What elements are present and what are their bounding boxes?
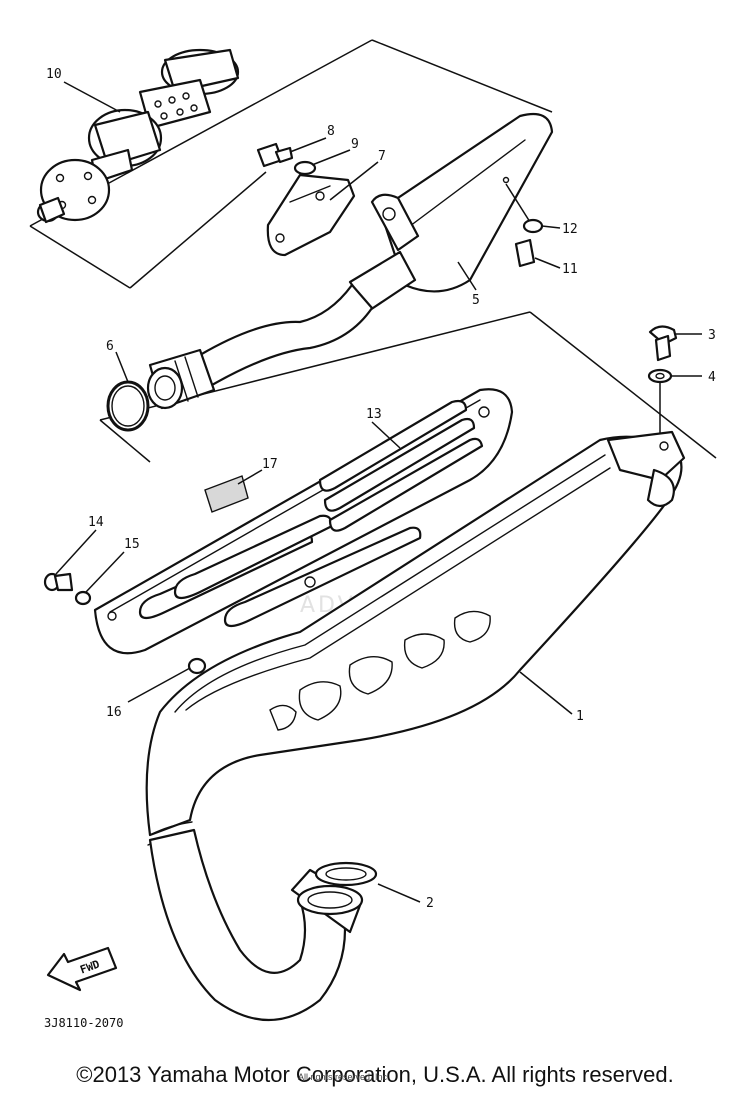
callout-13: 13 (366, 407, 382, 422)
callout-14: 14 (88, 515, 104, 530)
ring-6 (106, 380, 150, 432)
callout-5: 5 (472, 293, 480, 308)
muffler-group (99, 112, 717, 463)
callout-16: 16 (106, 705, 122, 720)
exhaust-pipe-1 (145, 430, 686, 1022)
leader-lines (55, 81, 702, 903)
callout-7: 7 (378, 149, 386, 164)
label-sticker-17 (204, 475, 249, 513)
bracket-7 (266, 173, 356, 257)
callout-12: 12 (562, 222, 578, 237)
bolt-3-washer-4 (647, 325, 678, 440)
diagram-code: 3J8110-2070 (44, 1016, 123, 1030)
fwd-arrow-icon: FWD (46, 946, 118, 992)
callout-labels: 10 8 9 7 12 11 5 6 3 4 13 17 14 15 16 1 … (46, 67, 716, 911)
spark-arrester-group (29, 39, 553, 289)
screw-11-washer-12 (502, 176, 544, 268)
callout-10: 10 (46, 67, 62, 82)
callout-2: 2 (426, 896, 434, 911)
callout-1: 1 (576, 709, 584, 724)
copyright-notice: ©2013 Yamaha Motor Corporation, U.S.A. A… (76, 1062, 674, 1087)
callout-8: 8 (327, 124, 335, 139)
callout-3: 3 (708, 328, 716, 343)
bolt-8-washer-9 (256, 142, 317, 176)
exhaust-parts-diagram: ADVENTURE (29, 39, 717, 1030)
callout-11: 11 (562, 262, 578, 277)
gasket-2 (314, 861, 378, 887)
heat-protector-13 (93, 388, 514, 655)
small-overlay-note: All rights reserved, Inc. (298, 1072, 390, 1082)
callout-17: 17 (262, 457, 278, 472)
callout-6: 6 (106, 339, 114, 354)
callout-15: 15 (124, 537, 140, 552)
callout-4: 4 (708, 370, 716, 385)
callout-9: 9 (351, 137, 359, 152)
screw-14-washer-15-collar-16 (43, 572, 207, 675)
